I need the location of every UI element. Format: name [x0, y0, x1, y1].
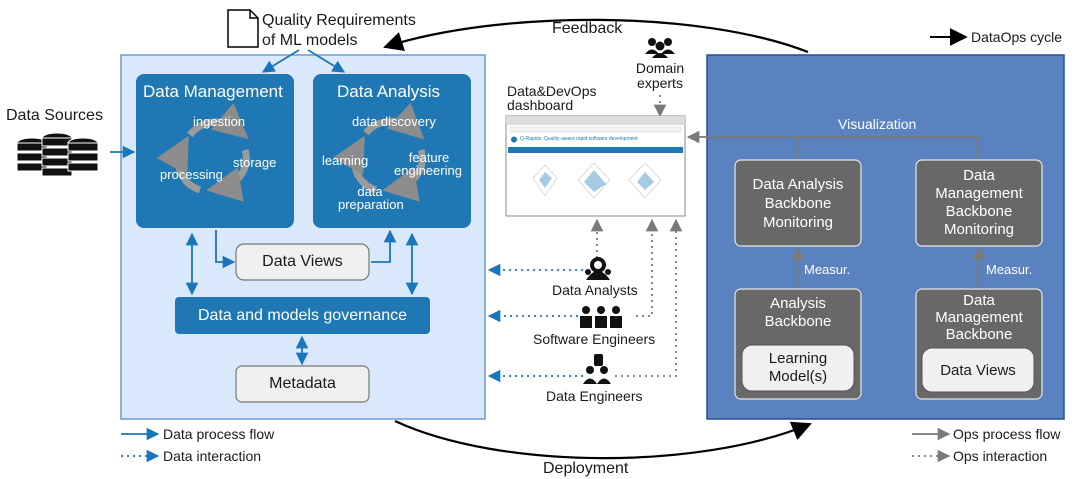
deployment-label: Deployment: [543, 460, 629, 477]
dashboard-header-text: Q-Rapids: Quality-aware rapid software d…: [520, 135, 638, 142]
measur-left-label: Measur.: [804, 262, 851, 277]
data-analysis-title: Data Analysis: [337, 82, 440, 101]
legend: [121, 427, 951, 463]
dm-step-processing: processing: [160, 167, 223, 182]
legend-ops-process-flow: Ops process flow: [953, 426, 1061, 442]
learning-models-label: Learning Model(s): [742, 345, 854, 391]
dm-monitoring-line2: Management: [935, 185, 1023, 202]
data-views-label: Data Views: [262, 253, 343, 270]
dm-backbone-line1: Data: [963, 292, 995, 309]
data-management-title: Data Management: [143, 82, 283, 101]
learning-models-line2: Model(s): [768, 368, 828, 385]
dashboard-label-line2: dashboard: [507, 97, 574, 113]
legend-data-interaction: Data interaction: [163, 448, 262, 464]
da-step-discovery: data discovery: [352, 114, 436, 129]
data-analysis-cycle-icon: [332, 102, 426, 202]
data-analysis-box: [313, 74, 471, 228]
document-icon: [227, 9, 259, 48]
data-engineers-label: Data Engineers: [546, 388, 643, 404]
quality-req-line1: Quality Requirements: [262, 12, 416, 29]
da-step-preparation: preparation: [338, 197, 404, 212]
governance-box: [175, 297, 430, 334]
data-engineers-icon: [583, 354, 611, 384]
measur-right-label: Measur.: [986, 262, 1033, 277]
dm-backbone-line2: Management: [935, 309, 1023, 326]
da-step-feature: feature: [408, 150, 450, 165]
dataops-cycle-label: DataOps cycle: [971, 29, 1063, 45]
dashboard-screenshot: [505, 115, 686, 217]
da-monitoring-label: Data Analysis Backbone Monitoring: [735, 160, 861, 246]
dm-monitoring-line3: Backbone: [945, 203, 1013, 220]
da-step-data: data: [357, 184, 383, 199]
data-management-box: [136, 74, 294, 228]
data-views-box: [235, 243, 370, 281]
data-sources-label: Data Sources: [6, 107, 103, 124]
software-engineers-icon: [580, 306, 622, 328]
da-step-learning: learning: [322, 153, 369, 168]
dm-step-ingestion: ingestion: [193, 114, 246, 129]
deployment-arrow: [394, 420, 812, 460]
metadata-label: Metadata: [269, 375, 336, 392]
data-management-cycle-icon: [156, 103, 250, 202]
visualization-label: Visualization: [838, 116, 917, 132]
dm-views-box: [921, 347, 1035, 393]
analysis-backbone-line2: Backbone: [764, 313, 832, 330]
feedback-label: Feedback: [552, 20, 623, 37]
dm-monitoring-line1: Data: [963, 167, 995, 184]
dm-views-label: Data Views: [940, 361, 1016, 379]
dm-monitoring-label: Data Management Backbone Monitoring: [916, 160, 1042, 246]
analysis-backbone-line1: Analysis: [770, 295, 826, 312]
quality-req-line2: of ML models: [262, 32, 358, 49]
metadata-box: [235, 365, 370, 403]
domain-experts-icon: [645, 38, 675, 58]
dm-monitoring-line4: Monitoring: [943, 221, 1015, 238]
domain-experts-line2: experts: [637, 75, 683, 91]
data-analysts-icon: [585, 257, 611, 280]
governance-label: Data and models governance: [197, 306, 408, 324]
dm-backbone-line3: Backbone: [945, 326, 1013, 343]
feedback-arrow: [383, 18, 809, 54]
da-monitoring-line2: Backbone: [764, 194, 832, 212]
da-monitoring-line3: Monitoring: [762, 213, 834, 231]
database-icon: [16, 132, 99, 177]
da-monitoring-line1: Data Analysis: [752, 175, 844, 193]
data-analysts-label: Data Analysts: [552, 282, 638, 298]
da-monitoring-box: [734, 159, 862, 247]
da-step-engineering: engineering: [394, 163, 462, 178]
learning-models-box: [741, 344, 855, 392]
software-engineers-label: Software Engineers: [533, 331, 656, 347]
domain-experts-line1: Domain: [635, 60, 685, 76]
learning-models-line1: Learning: [768, 350, 828, 367]
dashboard-label-line1: Data&DevOps: [507, 83, 597, 99]
dm-monitoring-box: [915, 159, 1043, 247]
dm-step-storage: storage: [233, 155, 277, 170]
legend-ops-interaction: Ops interaction: [953, 448, 1048, 464]
legend-data-process-flow: Data process flow: [163, 426, 275, 442]
